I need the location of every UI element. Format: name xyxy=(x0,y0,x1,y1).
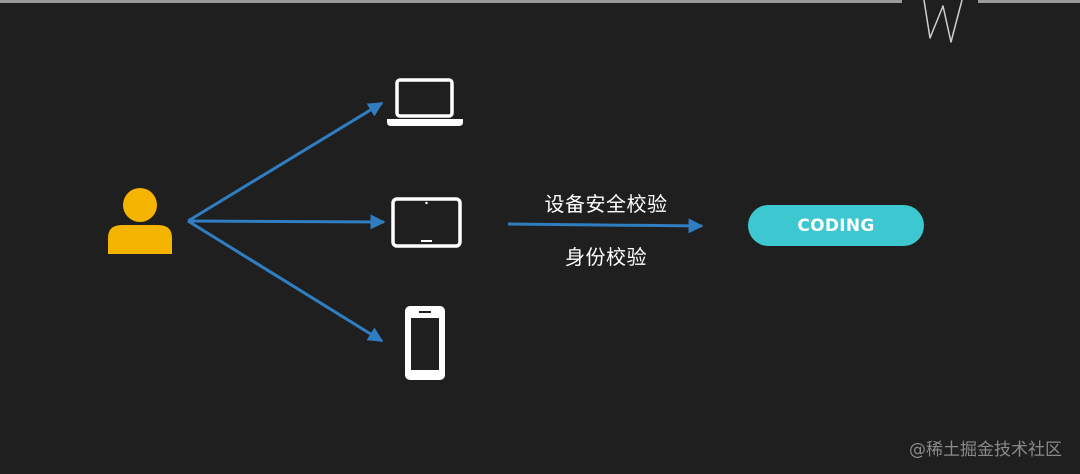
smartphone-icon xyxy=(405,306,445,380)
arrow-devices-to-coding xyxy=(507,218,704,234)
top-border-line xyxy=(0,0,902,3)
arrow-user-to-phone xyxy=(187,219,384,343)
laptop-icon xyxy=(387,78,463,126)
watermark-text: @稀土掘金技术社区 xyxy=(909,440,1062,460)
arrow-user-to-tablet xyxy=(187,214,386,230)
tablet-icon xyxy=(391,197,462,248)
coding-label: CODING xyxy=(797,215,875,236)
top-border-line xyxy=(978,0,1080,3)
identity-check-label: 身份校验 xyxy=(565,245,647,269)
coding-target-node: CODING xyxy=(748,205,924,246)
scribble-decoration xyxy=(923,0,963,43)
arrow-user-to-laptop xyxy=(187,101,384,223)
device-security-check-label: 设备安全校验 xyxy=(544,192,668,216)
user-icon xyxy=(108,188,172,254)
